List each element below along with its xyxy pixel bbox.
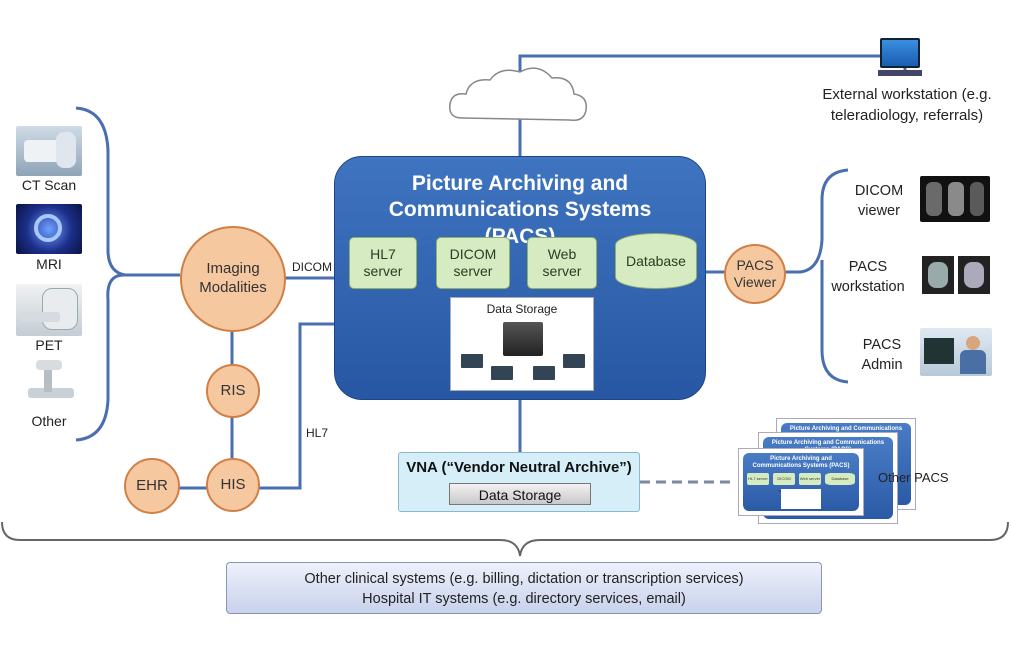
vna-title: VNA (“Vendor Neutral Archive”)	[406, 459, 632, 476]
bottom-brace	[1, 521, 1009, 557]
pacs-workstation-label: PACS workstation	[831, 259, 905, 295]
laptop-icon	[461, 354, 483, 368]
cloud-icon	[449, 67, 587, 122]
pacs-viewer-node: PACS Viewer	[724, 244, 786, 304]
dicom-viewer-image	[920, 176, 990, 222]
pacs-storage-label: Data Storage	[486, 302, 558, 316]
other-modality-label: Other	[31, 413, 67, 429]
pacs-box: Picture Archiving and Communications Sys…	[334, 156, 706, 400]
external-workstation-label: External workstation (e.g. teleradiology…	[822, 86, 992, 124]
computer-monitor-icon	[880, 38, 920, 68]
hospital-it-systems-text: Hospital IT systems (e.g. directory serv…	[362, 591, 686, 608]
server-cluster-icon	[503, 322, 543, 356]
vna-data-storage: Data Storage	[449, 483, 591, 505]
his-node: HIS	[206, 458, 260, 512]
other-pacs-label: Other PACS	[878, 470, 949, 485]
mri-label: MRI	[36, 256, 62, 272]
other-pacs-thumbnail: Picture Archiving and Communications Sys…	[738, 448, 864, 516]
mri-image	[16, 204, 82, 254]
workstation-image	[920, 252, 992, 302]
pacs-admin-label: PACS Admin	[861, 337, 903, 373]
ris-node: RIS	[206, 364, 260, 418]
laptop-icon	[563, 354, 585, 368]
keyboard-icon	[878, 70, 922, 76]
ct-scanner-image	[16, 126, 82, 176]
other-clinical-systems-text: Other clinical systems (e.g. billing, di…	[304, 571, 744, 587]
pet-scanner-image	[16, 284, 82, 336]
laptop-icon	[533, 366, 555, 380]
pacs-data-storage: Data Storage	[450, 297, 594, 391]
vna-box: VNA (“Vendor Neutral Archive”) Data Stor…	[398, 452, 640, 512]
dicom-viewer-label: DICOM viewer	[854, 183, 904, 219]
admin-photo-image	[920, 328, 992, 376]
xray-machine-image	[20, 358, 80, 410]
hl7-edge-label: HL7	[306, 426, 329, 440]
imaging-modalities-node: Imaging Modalities	[180, 226, 286, 332]
ct-scan-label: CT Scan	[21, 177, 77, 193]
modalities-connector	[75, 106, 180, 277]
hl7-connector	[257, 322, 334, 490]
laptop-icon	[491, 366, 513, 380]
database-cylinder: Database	[615, 233, 697, 289]
other-systems-box: Other clinical systems (e.g. billing, di…	[226, 562, 822, 614]
pet-label: PET	[35, 337, 63, 353]
ehr-node: EHR	[124, 458, 180, 514]
hl7-server: HL7 server	[349, 237, 417, 289]
web-server: Web server	[527, 237, 597, 289]
dicom-edge-label: DICOM	[292, 260, 332, 274]
dicom-server: DICOM server	[436, 237, 510, 289]
